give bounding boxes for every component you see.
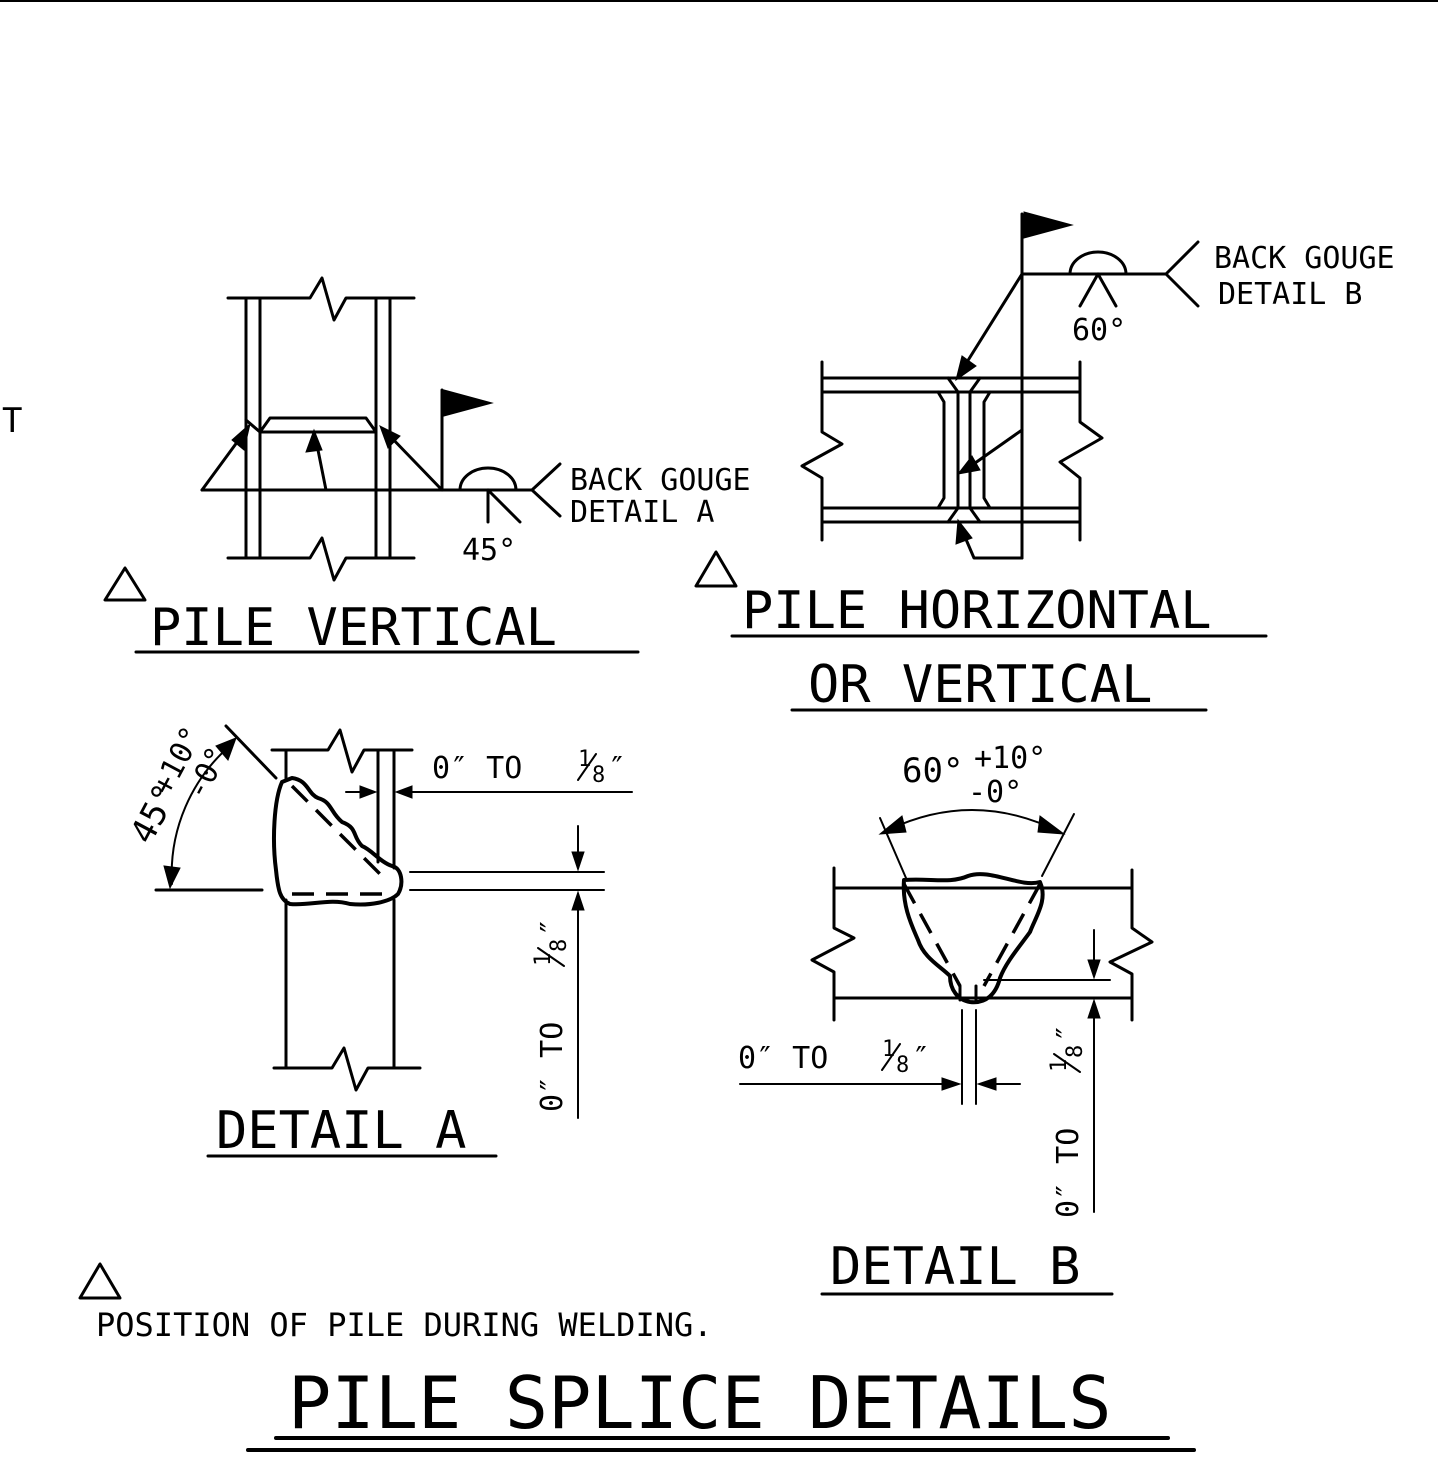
detail-a-gap-v-inch: ″ xyxy=(535,918,570,936)
detail-a-gap-v-label: 0″ TO 1 8 ″ xyxy=(531,918,572,1112)
detail-b-angle-label: 60° +10° -0° xyxy=(902,741,1046,810)
detail-a-gap-h-label: 0″ TO 1 8 ″ xyxy=(432,747,626,788)
pv-detail-ref-label: DETAIL A xyxy=(570,495,715,530)
footnote-text: POSITION OF PILE DURING WELDING. xyxy=(96,1306,713,1344)
detail-b-angle-minus: -0° xyxy=(968,775,1022,810)
detail-b-gap-h-num: 1 xyxy=(882,1037,895,1062)
footnote-triangle-icon xyxy=(78,1262,122,1300)
detail-b-gap-h-label: 0″ TO 1 8 ″ xyxy=(738,1037,930,1078)
detail-b-title: DETAIL B xyxy=(830,1237,1080,1297)
detail-b-gap-h-text: 0″ TO xyxy=(738,1041,828,1076)
detail-b-gap-v-num: 1 xyxy=(1047,1059,1072,1072)
detail-a-gap-h-inch: ″ xyxy=(608,751,626,786)
pile-vertical-title: PILE VERTICAL xyxy=(150,598,557,658)
pile-horizontal-title-2: OR VERTICAL xyxy=(808,655,1152,715)
cut-off-text: T xyxy=(2,401,22,441)
detail-b-gap-h-den: 8 xyxy=(896,1053,909,1078)
ph-detail-ref-label: DETAIL B xyxy=(1218,277,1363,312)
detail-a-title: DETAIL A xyxy=(216,1101,466,1161)
detail-a-gap-v-num: 1 xyxy=(531,953,556,966)
detail-b-angle-plus: +10° xyxy=(974,741,1046,776)
position-note-triangle-icon xyxy=(103,566,147,602)
detail-a-gap-h-num: 1 xyxy=(578,747,591,772)
pv-angle-label: 45° xyxy=(462,533,516,568)
sheet-title: PILE SPLICE DETAILS xyxy=(288,1361,1112,1445)
pv-back-gouge-label: BACK GOUGE xyxy=(570,463,751,498)
detail-b-gap-v-label: 0″ TO 1 8 ″ xyxy=(1047,1024,1088,1218)
detail-b-gap-v-inch: ″ xyxy=(1051,1024,1086,1042)
pile-horizontal-title-1: PILE HORIZONTAL xyxy=(742,581,1212,641)
detail-a-gap-h-den: 8 xyxy=(592,763,605,788)
ph-back-gouge-label: BACK GOUGE xyxy=(1214,241,1395,276)
pile-vertical-view: BACK GOUGE DETAIL A 45° xyxy=(200,276,751,582)
position-note-triangle-icon-2 xyxy=(694,550,738,588)
detail-b-view xyxy=(739,809,1154,1213)
ph-angle-label: 60° xyxy=(1072,313,1126,348)
pile-horizontal-view: BACK GOUGE DETAIL B 60° xyxy=(800,211,1395,560)
detail-a-gap-v-text: 0″ TO xyxy=(535,1022,570,1112)
detail-b-gap-h-inch: ″ xyxy=(912,1041,930,1076)
detail-b-gap-v-text: 0″ TO xyxy=(1051,1128,1086,1218)
detail-a-angle-label: 45° +10° -0° xyxy=(123,721,236,850)
detail-a-gap-h-text: 0″ TO xyxy=(432,751,522,786)
detail-b-angle-main: 60° xyxy=(902,751,963,791)
detail-a-gap-v-den: 8 xyxy=(547,939,572,952)
detail-a-view xyxy=(154,724,633,1119)
detail-b-gap-v-den: 8 xyxy=(1063,1045,1088,1058)
